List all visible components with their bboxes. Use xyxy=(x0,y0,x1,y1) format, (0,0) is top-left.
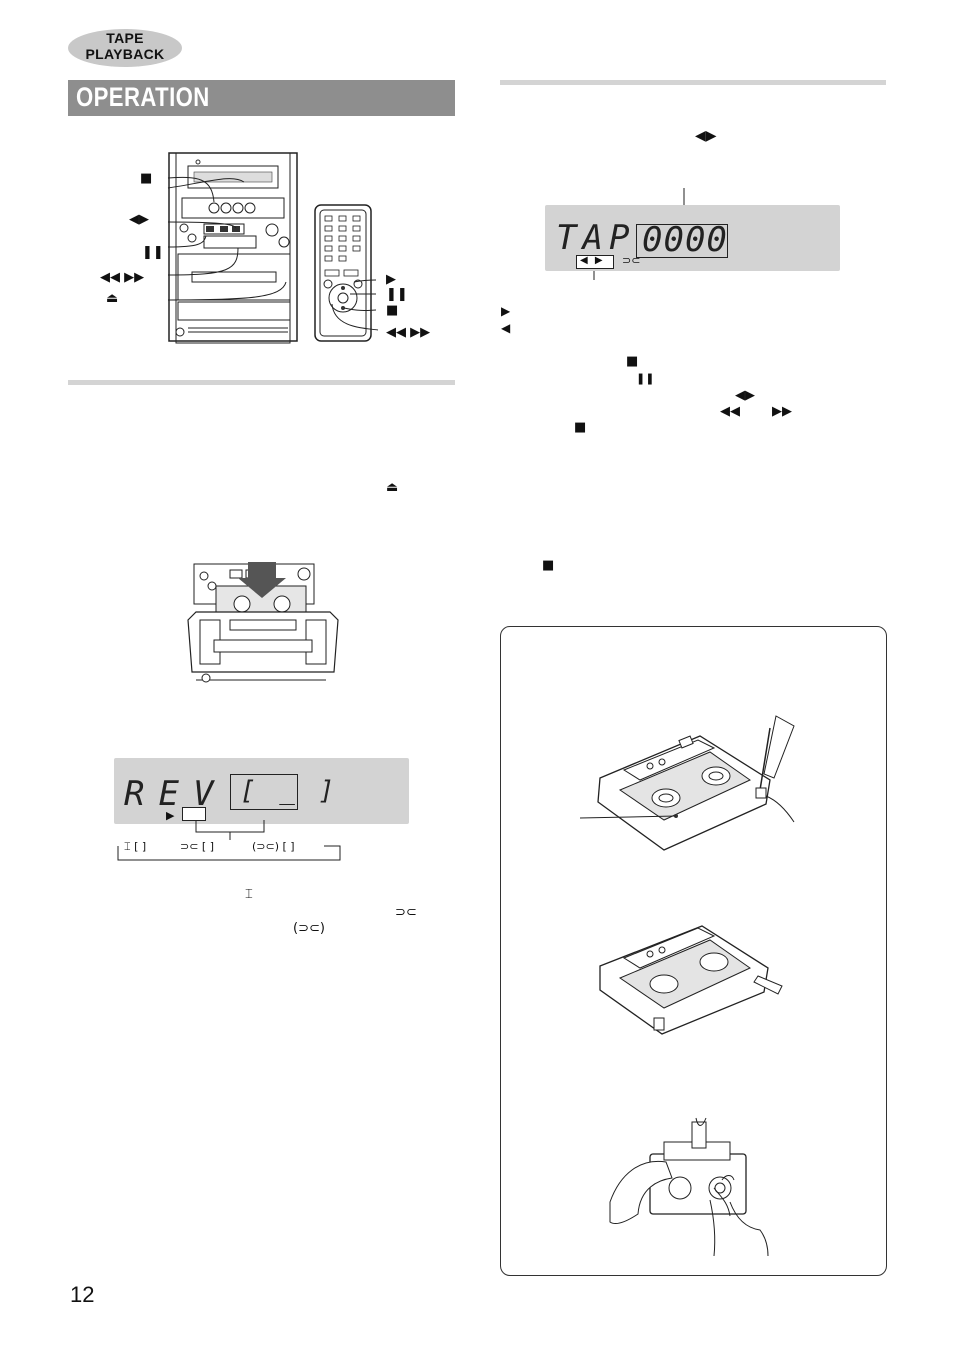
control-play-symbol: ◀▶ xyxy=(735,388,755,403)
rev-mode-box xyxy=(230,774,298,810)
remote-illustration xyxy=(314,204,379,342)
remote-play-label: ▶ xyxy=(386,272,396,287)
remote-stop-label: ■ xyxy=(386,303,399,318)
section-badge-line-1: TAPE xyxy=(106,30,144,46)
section-badge: TAPE PLAYBACK xyxy=(68,30,182,62)
cycle-step-1: ⌶ [ ] xyxy=(124,840,147,853)
unit-eject-label: ⏏ xyxy=(106,291,119,306)
unit-rew-ff-label: ◀◀ ▶▶ xyxy=(100,270,145,285)
page-number: 12 xyxy=(70,1282,95,1307)
right-play-symbol: ◀▶ xyxy=(695,128,717,144)
remote-rew-ff-label: ◀◀ ▶▶ xyxy=(386,325,431,340)
control-stop-symbol-3: ■ xyxy=(542,558,555,573)
cycle-step-3: (⊃⊂) [ ] xyxy=(252,840,295,853)
section-divider-right xyxy=(500,80,886,85)
cycle-step-2: ⊃⊂ [ ] xyxy=(180,840,215,853)
unit-play-label: ◀▶ xyxy=(129,212,149,227)
mode-symbol-3: (⊃⊂) xyxy=(293,921,325,936)
control-stop-symbol-2: ■ xyxy=(574,420,587,435)
section-badge-line-2: PLAYBACK xyxy=(85,46,165,62)
section-badge-shape xyxy=(68,29,182,67)
control-stop-symbol: ■ xyxy=(626,354,639,369)
mode-symbol-2: ⊃⊂ xyxy=(395,905,417,920)
cassette-insert-illustration xyxy=(187,562,339,683)
main-unit-illustration xyxy=(167,152,298,344)
unit-pause-label: ❚❚ xyxy=(142,245,164,260)
cassette-tab-break-illustration xyxy=(579,715,795,851)
unit-stop-label: ■ xyxy=(140,171,153,186)
tip-box xyxy=(500,626,887,1276)
cassette-tape-cover-illustration xyxy=(609,1117,769,1257)
cassette-tab-removed-illustration xyxy=(599,925,783,1035)
control-ff-symbol: ▶▶ xyxy=(772,404,792,419)
rev-mode-play-marker: ▶ xyxy=(166,809,175,822)
rev-mode-box-text: [ _ ] xyxy=(240,776,339,806)
control-rew-symbol: ◀◀ xyxy=(720,404,740,419)
direction-indicator-box xyxy=(576,255,614,269)
direction-indicator: ◀ ▶ xyxy=(580,255,605,266)
mode-symbol-1: ⌶ xyxy=(245,887,253,902)
remote-pause-label: ❚❚ xyxy=(386,287,408,302)
direction-reverse-symbol: ◀ xyxy=(501,321,511,335)
rev-mode-cycle-lines xyxy=(117,820,341,861)
tape-counter-box xyxy=(636,224,728,258)
rev-mode-indicator-box xyxy=(182,807,206,821)
page-title: OPERATION xyxy=(76,82,210,112)
direction-forward-symbol: ▶ xyxy=(501,304,511,318)
title-bar xyxy=(68,80,455,116)
tape-mode-icon: ⊃⊂ xyxy=(622,254,641,267)
control-pause-symbol: ❚❚ xyxy=(636,372,655,385)
tape-counter: 0000 xyxy=(642,220,728,260)
section-divider-left xyxy=(68,380,455,385)
eject-symbol: ⏏ xyxy=(386,480,399,495)
